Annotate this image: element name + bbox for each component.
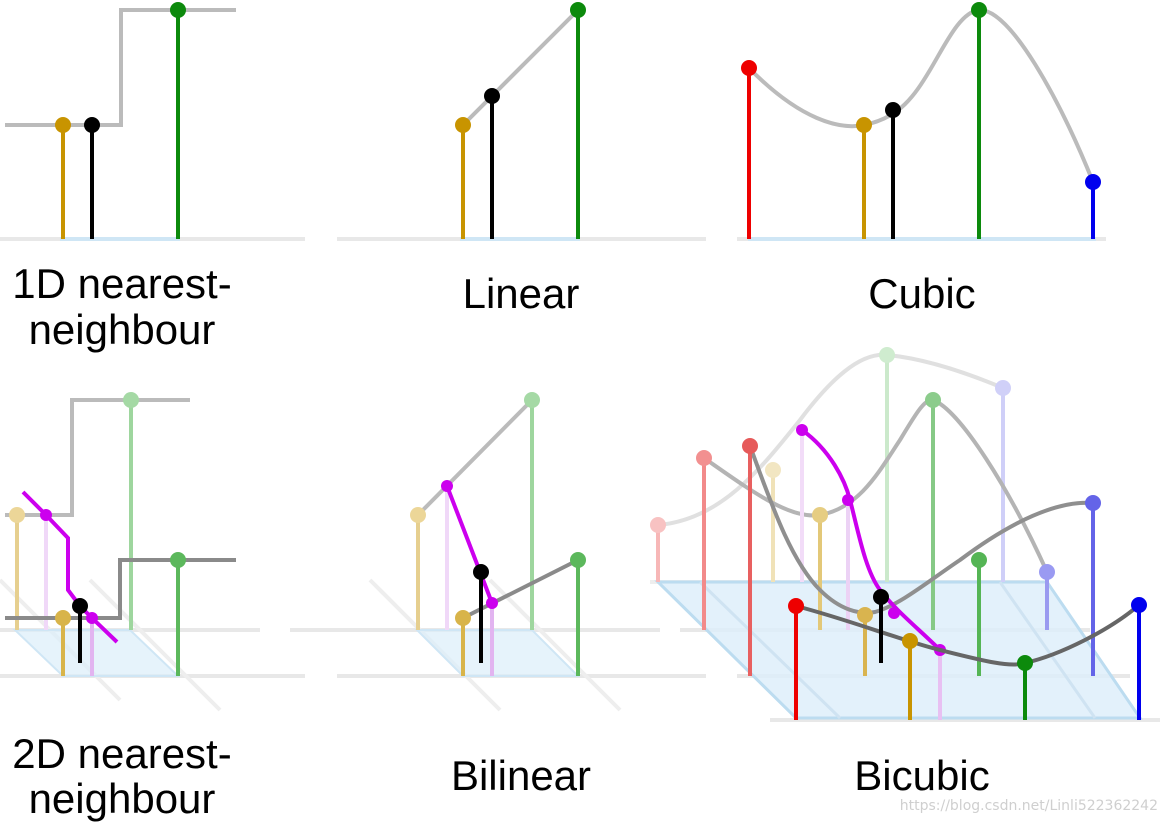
- interpolated-point-black: [873, 589, 889, 605]
- intermediate-point-magenta: [441, 480, 453, 492]
- panel-label-line2: neighbour: [29, 306, 216, 353]
- sample-point-gold: [856, 117, 872, 133]
- panel-bicubic: Bicubic: [650, 347, 1160, 799]
- row-curve-2: [748, 445, 1094, 615]
- sample-plane: [12, 629, 181, 677]
- panel-label: Linear: [463, 270, 580, 317]
- step-curve: [5, 8, 236, 127]
- sample-point-green-front: [570, 552, 586, 568]
- panel-bilinear: Bilinear: [290, 392, 706, 799]
- panel-label: Cubic: [868, 270, 975, 317]
- intermediate-point-magenta: [40, 509, 52, 521]
- back-step-curve: [5, 398, 190, 517]
- sample-point-gold-back: [9, 507, 25, 523]
- interpolated-point-black: [84, 117, 100, 133]
- interpolated-point-black: [72, 598, 88, 614]
- watermark: https://blog.csdn.net/Linli522362242: [900, 798, 1158, 814]
- sample-point-green: [170, 2, 186, 18]
- sample-point-green-back: [524, 392, 540, 408]
- panel-2d-nearest-neighbour: 2D nearest- neighbour: [0, 392, 305, 822]
- sample-point-green-front: [170, 552, 186, 568]
- interpolated-point-black: [473, 564, 489, 580]
- sample-point-gold-1: [812, 507, 828, 523]
- sample-point-gold-2: [857, 607, 873, 623]
- cubic-curve: [747, 7, 1095, 183]
- row-curve-1: [702, 397, 1049, 573]
- grid-line: [88, 578, 222, 712]
- sample-point-green: [570, 2, 586, 18]
- intermediate-curve-magenta: [445, 485, 494, 604]
- panel-label-line1: 2D nearest-: [12, 730, 231, 777]
- sample-point-green-2: [971, 552, 987, 568]
- sample-point-blue-front: [1131, 597, 1147, 613]
- panel-label-line2: neighbour: [29, 775, 216, 822]
- grid-line: [698, 580, 842, 720]
- intermediate-point-magenta: [888, 607, 900, 619]
- intermediate-point-magenta: [842, 494, 854, 506]
- panel-linear: Linear: [337, 2, 706, 317]
- sample-point-blue-far: [995, 380, 1011, 396]
- intermediate-curve-magenta: [800, 428, 942, 652]
- sample-point-gold-front: [455, 610, 471, 626]
- sample-point-gold-front: [902, 633, 918, 649]
- sample-point-green-back: [123, 392, 139, 408]
- front-step-curve: [5, 558, 236, 620]
- sample-point-blue-1: [1039, 564, 1055, 580]
- panel-label: Bilinear: [451, 752, 591, 799]
- sample-point-gold: [55, 117, 71, 133]
- sample-point-green-1: [925, 392, 941, 408]
- sample-point-blue-2: [1085, 495, 1101, 511]
- grid-line: [488, 578, 622, 712]
- sample-point-red: [741, 60, 757, 76]
- interpolated-point-black: [885, 102, 901, 118]
- back-linear-curve: [416, 398, 534, 517]
- panel-cubic: Cubic: [737, 2, 1106, 317]
- sample-point-red-1: [696, 450, 712, 466]
- intermediate-point-magenta: [796, 424, 808, 436]
- sample-point-gold: [455, 117, 471, 133]
- sample-point-gold-front: [55, 610, 71, 626]
- sample-point-gold-back: [410, 507, 426, 523]
- row-curve-far: [657, 352, 1004, 527]
- intermediate-point-magenta: [86, 612, 98, 624]
- sample-point-red-front: [788, 598, 804, 614]
- sample-point-red-far: [650, 517, 666, 533]
- linear-curve: [461, 8, 580, 127]
- grid-line: [998, 581, 1097, 719]
- sample-point-green: [971, 2, 987, 18]
- sample-point-blue: [1085, 174, 1101, 190]
- interpolated-point-black: [484, 88, 500, 104]
- panel-label: Bicubic: [854, 752, 989, 799]
- sample-point-gold-far: [765, 462, 781, 478]
- sample-point-green-far: [879, 347, 895, 363]
- sample-plane: [414, 629, 581, 677]
- intermediate-point-magenta: [486, 597, 498, 609]
- panel-label-line1: 1D nearest-: [12, 260, 231, 307]
- row-curve-front: [795, 603, 1141, 667]
- panel-1d-nearest-neighbour: 1D nearest- neighbour: [0, 2, 305, 353]
- sample-point-red-2: [742, 438, 758, 454]
- sample-point-green-front: [1017, 655, 1033, 671]
